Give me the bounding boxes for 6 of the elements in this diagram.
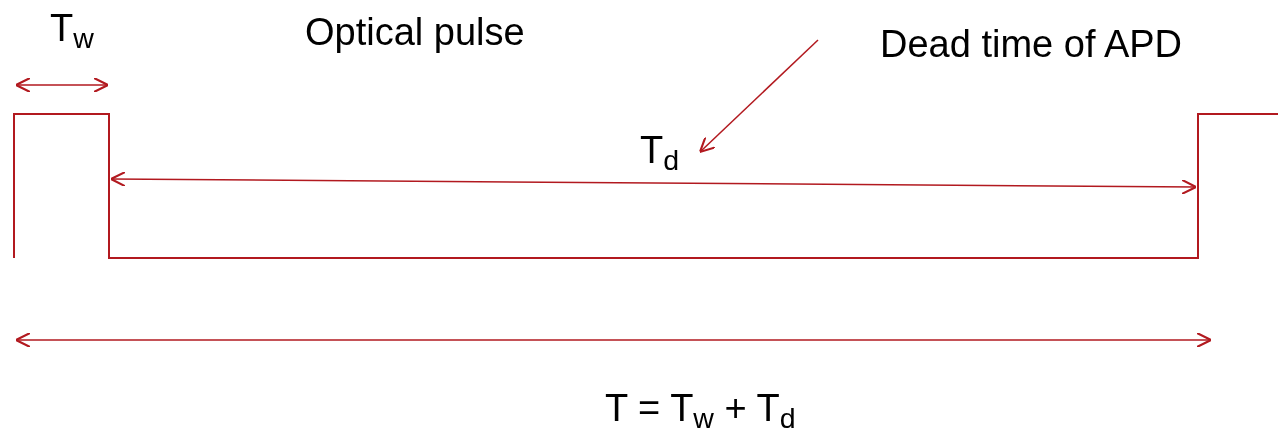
label-text: Optical pulse xyxy=(305,10,525,55)
leader-arrow xyxy=(698,39,819,154)
annotation-text: T$_{d}$ xyxy=(640,126,680,174)
label-text: T = T$_{w}$ + T$_{d}$ xyxy=(605,386,796,432)
annotation-text: Dead time of APD xyxy=(880,20,1183,68)
label-text: T$_{w}$ xyxy=(50,6,94,52)
